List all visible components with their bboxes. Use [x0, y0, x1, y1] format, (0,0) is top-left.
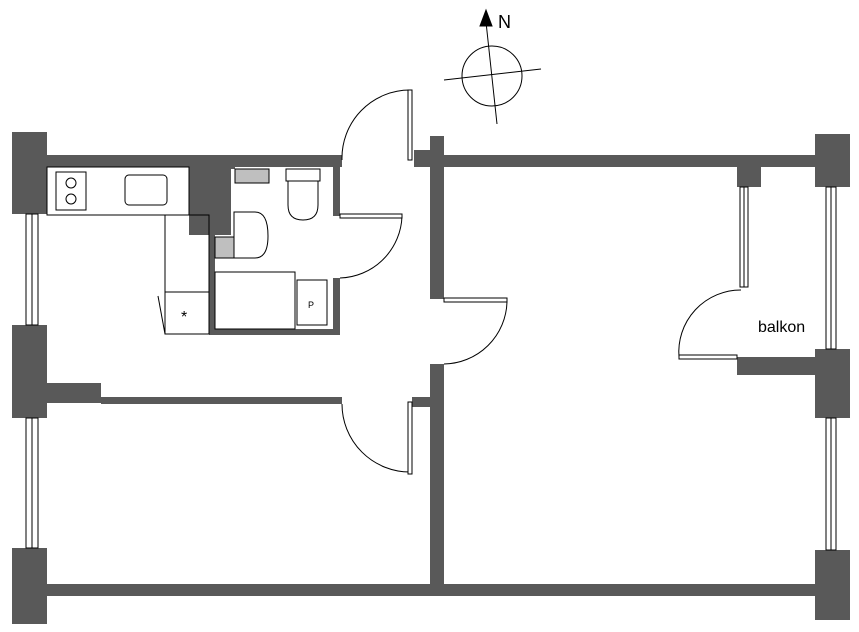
door-bedroom-swing	[341, 403, 411, 473]
bath-wall-bottom	[209, 329, 340, 335]
wall-hall-divider	[47, 383, 101, 403]
bath-wall-left	[209, 233, 215, 335]
pillar-left-top	[12, 132, 47, 214]
north-label: N	[498, 12, 511, 32]
windows	[25, 186, 837, 551]
door-entrance-leaf	[407, 89, 413, 161]
burner-icon	[65, 177, 77, 189]
door-entrance-swing	[341, 89, 411, 161]
wall-bottom	[47, 584, 815, 596]
compass-circle	[461, 45, 523, 107]
door-balcony-leaf	[678, 354, 738, 360]
toilet-tank	[285, 168, 321, 182]
balcony-post	[737, 167, 761, 187]
bath-wall-right	[333, 163, 340, 216]
wall-center-lower	[430, 364, 444, 584]
door-living-leaf	[443, 297, 508, 303]
bathtub	[214, 271, 296, 330]
pillar-left-middle	[12, 325, 47, 418]
cooktop	[55, 171, 87, 211]
wall-top-left	[47, 155, 342, 167]
pillar-left-bottom	[12, 548, 47, 624]
wall-center-stub	[412, 397, 430, 407]
balcony-wall	[737, 357, 815, 375]
fixture-shelf	[234, 168, 270, 184]
compass-axis-ns	[485, 21, 498, 125]
north-arrow-icon	[479, 8, 493, 27]
sink	[124, 174, 168, 206]
wall-stub-top	[414, 150, 430, 167]
fridge	[164, 291, 210, 335]
wall-top-right	[430, 155, 815, 167]
kitchen-counter	[46, 166, 190, 216]
wall-stub-top2	[430, 136, 444, 167]
burner-icon	[65, 193, 77, 205]
pillar-right-middle	[815, 349, 850, 418]
pillar-right-bottom	[815, 550, 850, 620]
door-living-swing	[443, 301, 508, 365]
wall-center-upper	[430, 167, 444, 299]
pantry-unit	[296, 279, 328, 326]
fixture-shelf-small	[214, 236, 235, 259]
kitchen: *	[46, 166, 210, 335]
fridge-door-line	[157, 295, 166, 335]
appliance-mark: *	[181, 309, 187, 326]
door-balcony-swing	[678, 289, 742, 358]
north-compass: N	[443, 8, 542, 125]
bath-wall-top	[215, 163, 235, 169]
balcony-label: balkon	[758, 319, 805, 336]
door-bath-swing	[339, 215, 403, 279]
door-bedroom-leaf	[407, 401, 413, 475]
pillar-right-top	[815, 134, 850, 187]
washbasin	[233, 211, 269, 259]
doors	[339, 89, 742, 475]
toilet-bowl	[287, 180, 319, 221]
pantry-mark: P	[308, 300, 314, 310]
door-bath-leaf	[339, 213, 403, 219]
bathroom: P	[214, 168, 328, 330]
compass-axis-ew	[443, 68, 542, 81]
walls	[12, 132, 850, 624]
chimney-block	[189, 163, 231, 235]
bath-wall-right-lower	[333, 278, 340, 335]
wall-hall-divider-thin	[101, 397, 342, 404]
